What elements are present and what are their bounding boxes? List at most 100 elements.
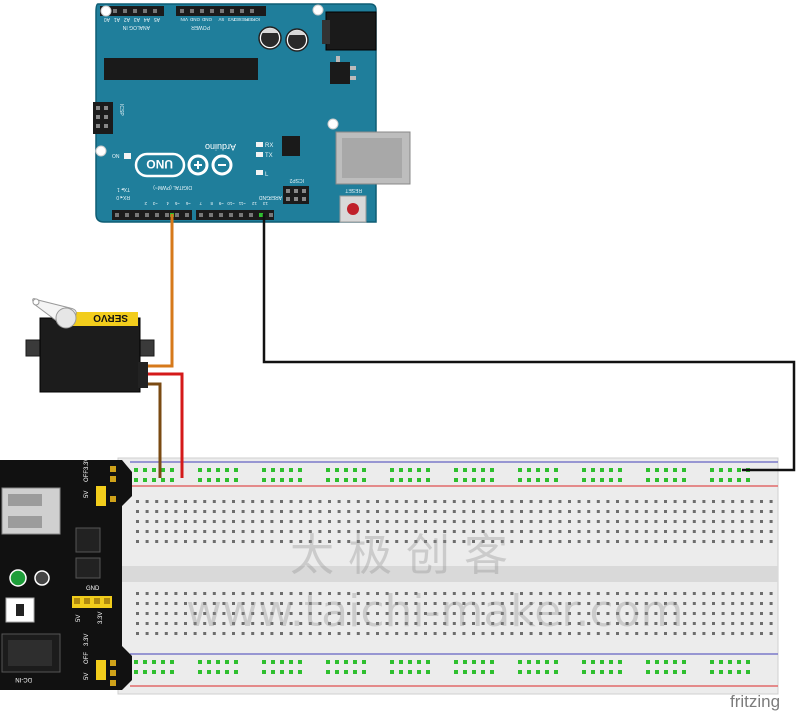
breadboard-hole [481, 602, 485, 605]
breadboard-hole [568, 622, 571, 625]
jumper-gnd[interactable] [72, 596, 112, 608]
breadboard-hole [404, 540, 408, 543]
icsp-pin [96, 115, 100, 119]
breadboard-hole [251, 602, 255, 605]
breadboard-hole [769, 520, 773, 523]
rail-hole [737, 670, 741, 674]
breadboard-hole [510, 632, 514, 635]
top-pin-dots [103, 9, 254, 13]
breadboard-hole [395, 612, 399, 615]
rail-hole [280, 670, 284, 674]
pm-label-gnd: GND [86, 586, 100, 592]
breadboard-hole [529, 530, 533, 533]
rail-hole [399, 478, 403, 482]
breadboard-hole [520, 612, 523, 615]
breadboard-hole [385, 510, 389, 513]
breadboard-hole [452, 602, 456, 605]
breadboard-hole [500, 602, 504, 605]
power-led [9, 569, 27, 587]
rail-hole [198, 660, 202, 664]
breadboard-hole [443, 500, 447, 503]
breadboard-hole [740, 500, 744, 503]
breadboard-hole [222, 612, 226, 615]
breadboard-hole [510, 622, 514, 625]
breadboard-hole [203, 622, 207, 625]
breadboard-hole [673, 612, 677, 615]
breadboard-hole [184, 520, 187, 523]
breadboard-hole [164, 500, 168, 503]
breadboard-hole [481, 500, 485, 503]
breadboard-hole [366, 540, 370, 543]
power-module-pin [110, 466, 116, 472]
rail-hole [472, 478, 476, 482]
breadboard-hole [587, 602, 591, 605]
rail-hole [481, 670, 485, 674]
breadboard-hole [299, 540, 303, 543]
rail-hole [673, 478, 677, 482]
rail-hole [289, 478, 293, 482]
rail-hole [362, 478, 366, 482]
rail-hole [463, 478, 467, 482]
header-pin [229, 213, 233, 217]
breadboard-hole [654, 602, 658, 605]
breadboard-hole [558, 602, 562, 605]
breadboard-hole [414, 520, 418, 523]
icsp-header-left [93, 102, 113, 134]
breadboard-hole [212, 602, 216, 605]
rail-hole [161, 670, 165, 674]
icsp2-pin [302, 197, 306, 201]
breadboard-hole [424, 592, 427, 595]
breadboard-hole [769, 602, 773, 605]
pm-label-off-top: OFF [84, 470, 90, 482]
reset-button[interactable] [339, 195, 367, 223]
breadboard-hole [625, 530, 629, 533]
breadboard-hole [769, 540, 773, 543]
jumper-bottom[interactable] [96, 660, 106, 680]
breadboard-hole [635, 632, 639, 635]
rail-hole [710, 478, 714, 482]
breadboard-hole [385, 540, 389, 543]
breadboard-hole [712, 530, 715, 533]
breadboard-hole [731, 520, 735, 523]
breadboard-hole [635, 500, 639, 503]
rail-hole [399, 660, 403, 664]
breadboard-hole [712, 520, 715, 523]
breadboard-hole [241, 520, 245, 523]
breadboard-hole [596, 530, 600, 533]
breadboard-hole [760, 500, 763, 503]
rail-hole [280, 468, 284, 472]
reset-label: RESET [345, 187, 362, 193]
breadboard-hole [270, 622, 274, 625]
breadboard-hole [520, 592, 523, 595]
breadboard-hole [232, 540, 235, 543]
rail-hole [582, 468, 586, 472]
breadboard-hole [760, 602, 763, 605]
breadboard-hole [558, 622, 562, 625]
breadboard-hole [692, 520, 696, 523]
breadboard-hole [510, 592, 514, 595]
breadboard-hole [539, 510, 543, 513]
breadboard-hole [760, 530, 763, 533]
breadboard-hole [664, 622, 667, 625]
breadboard-hole [155, 500, 159, 503]
rail-hole [362, 670, 366, 674]
rail-hole [646, 478, 650, 482]
jumper-top[interactable] [96, 486, 106, 506]
servo-connector [138, 362, 148, 388]
power-switch[interactable] [34, 570, 50, 586]
breadboard-hole [193, 520, 197, 523]
breadboard-hole [337, 520, 341, 523]
breadboard-hole [222, 540, 226, 543]
rail-hole [609, 478, 613, 482]
breadboard-hole [164, 622, 168, 625]
arduino-brand-label: Arduino [205, 142, 236, 152]
breadboard-hole [712, 602, 715, 605]
breadboard-hole [702, 500, 706, 503]
capacitor-2 [285, 28, 309, 52]
uno-logo: UNO [134, 152, 233, 178]
rail-hole [143, 478, 147, 482]
rail-hole [216, 468, 220, 472]
breadboard-hole [299, 632, 303, 635]
breadboard-hole [404, 612, 408, 615]
rail-hole [399, 468, 403, 472]
